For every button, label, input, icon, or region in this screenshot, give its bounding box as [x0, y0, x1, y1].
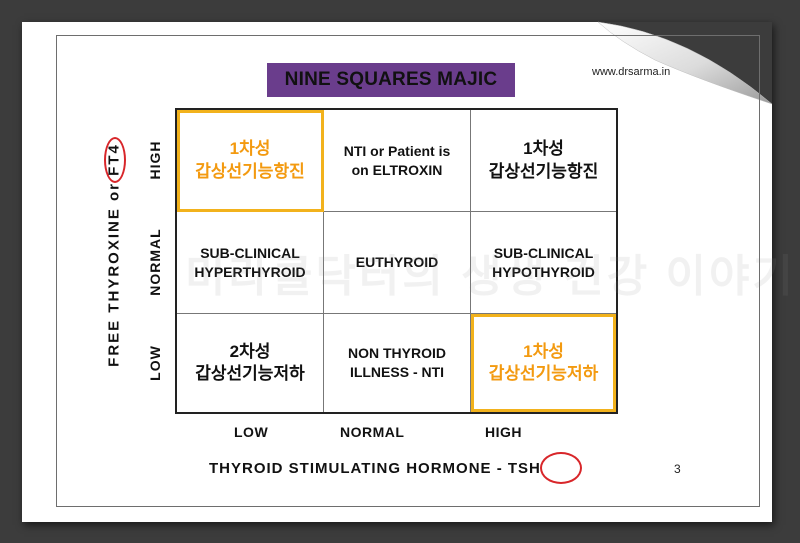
cell-high-ft4-normal-tsh: NTI or Patient is on ELTROXIN: [324, 110, 471, 212]
x-axis-label: THYROID STIMULATING HORMONE - TSH: [209, 460, 541, 477]
cell-high-ft4-low-tsh: 1차성 갑상선기능항진: [177, 110, 324, 212]
cell-low-ft4-normal-tsh: NON THYROID ILLNESS - NTI: [324, 314, 471, 412]
tsh-highlight-ring: [540, 452, 582, 484]
cell-low-ft4-low-tsh: 2차성 갑상선기능저하: [177, 314, 324, 412]
slide-title: NINE SQUARES MAJIC: [267, 63, 515, 97]
x-tick-low: LOW: [234, 424, 269, 440]
slide-page: [22, 22, 772, 522]
cell-low-ft4-high-tsh: 1차성 갑상선기능저하: [471, 314, 616, 412]
website-url: www.drsarma.in: [592, 66, 671, 78]
slide-frame: [56, 35, 760, 507]
cell-normal-ft4-low-tsh: SUB-CLINICAL HYPERTHYROID: [177, 212, 324, 314]
y-tick-low: LOW: [147, 345, 163, 381]
cell-normal-ft4-high-tsh: SUB-CLINICAL HYPOTHYROID: [471, 212, 616, 314]
cell-normal-ft4-normal-tsh: EUTHYROID: [324, 212, 471, 314]
x-tick-high: HIGH: [485, 424, 522, 440]
x-tick-normal: NORMAL: [340, 424, 405, 440]
y-tick-high: HIGH: [147, 140, 163, 180]
nine-squares-grid: 1차성 갑상선기능항진 NTI or Patient is on ELTROXI…: [175, 108, 618, 414]
y-tick-normal: NORMAL: [147, 228, 163, 296]
ft4-highlight-ring: [104, 137, 126, 183]
page-number: 3: [674, 462, 681, 476]
cell-high-ft4-high-tsh: 1차성 갑상선기능항진: [471, 110, 616, 212]
